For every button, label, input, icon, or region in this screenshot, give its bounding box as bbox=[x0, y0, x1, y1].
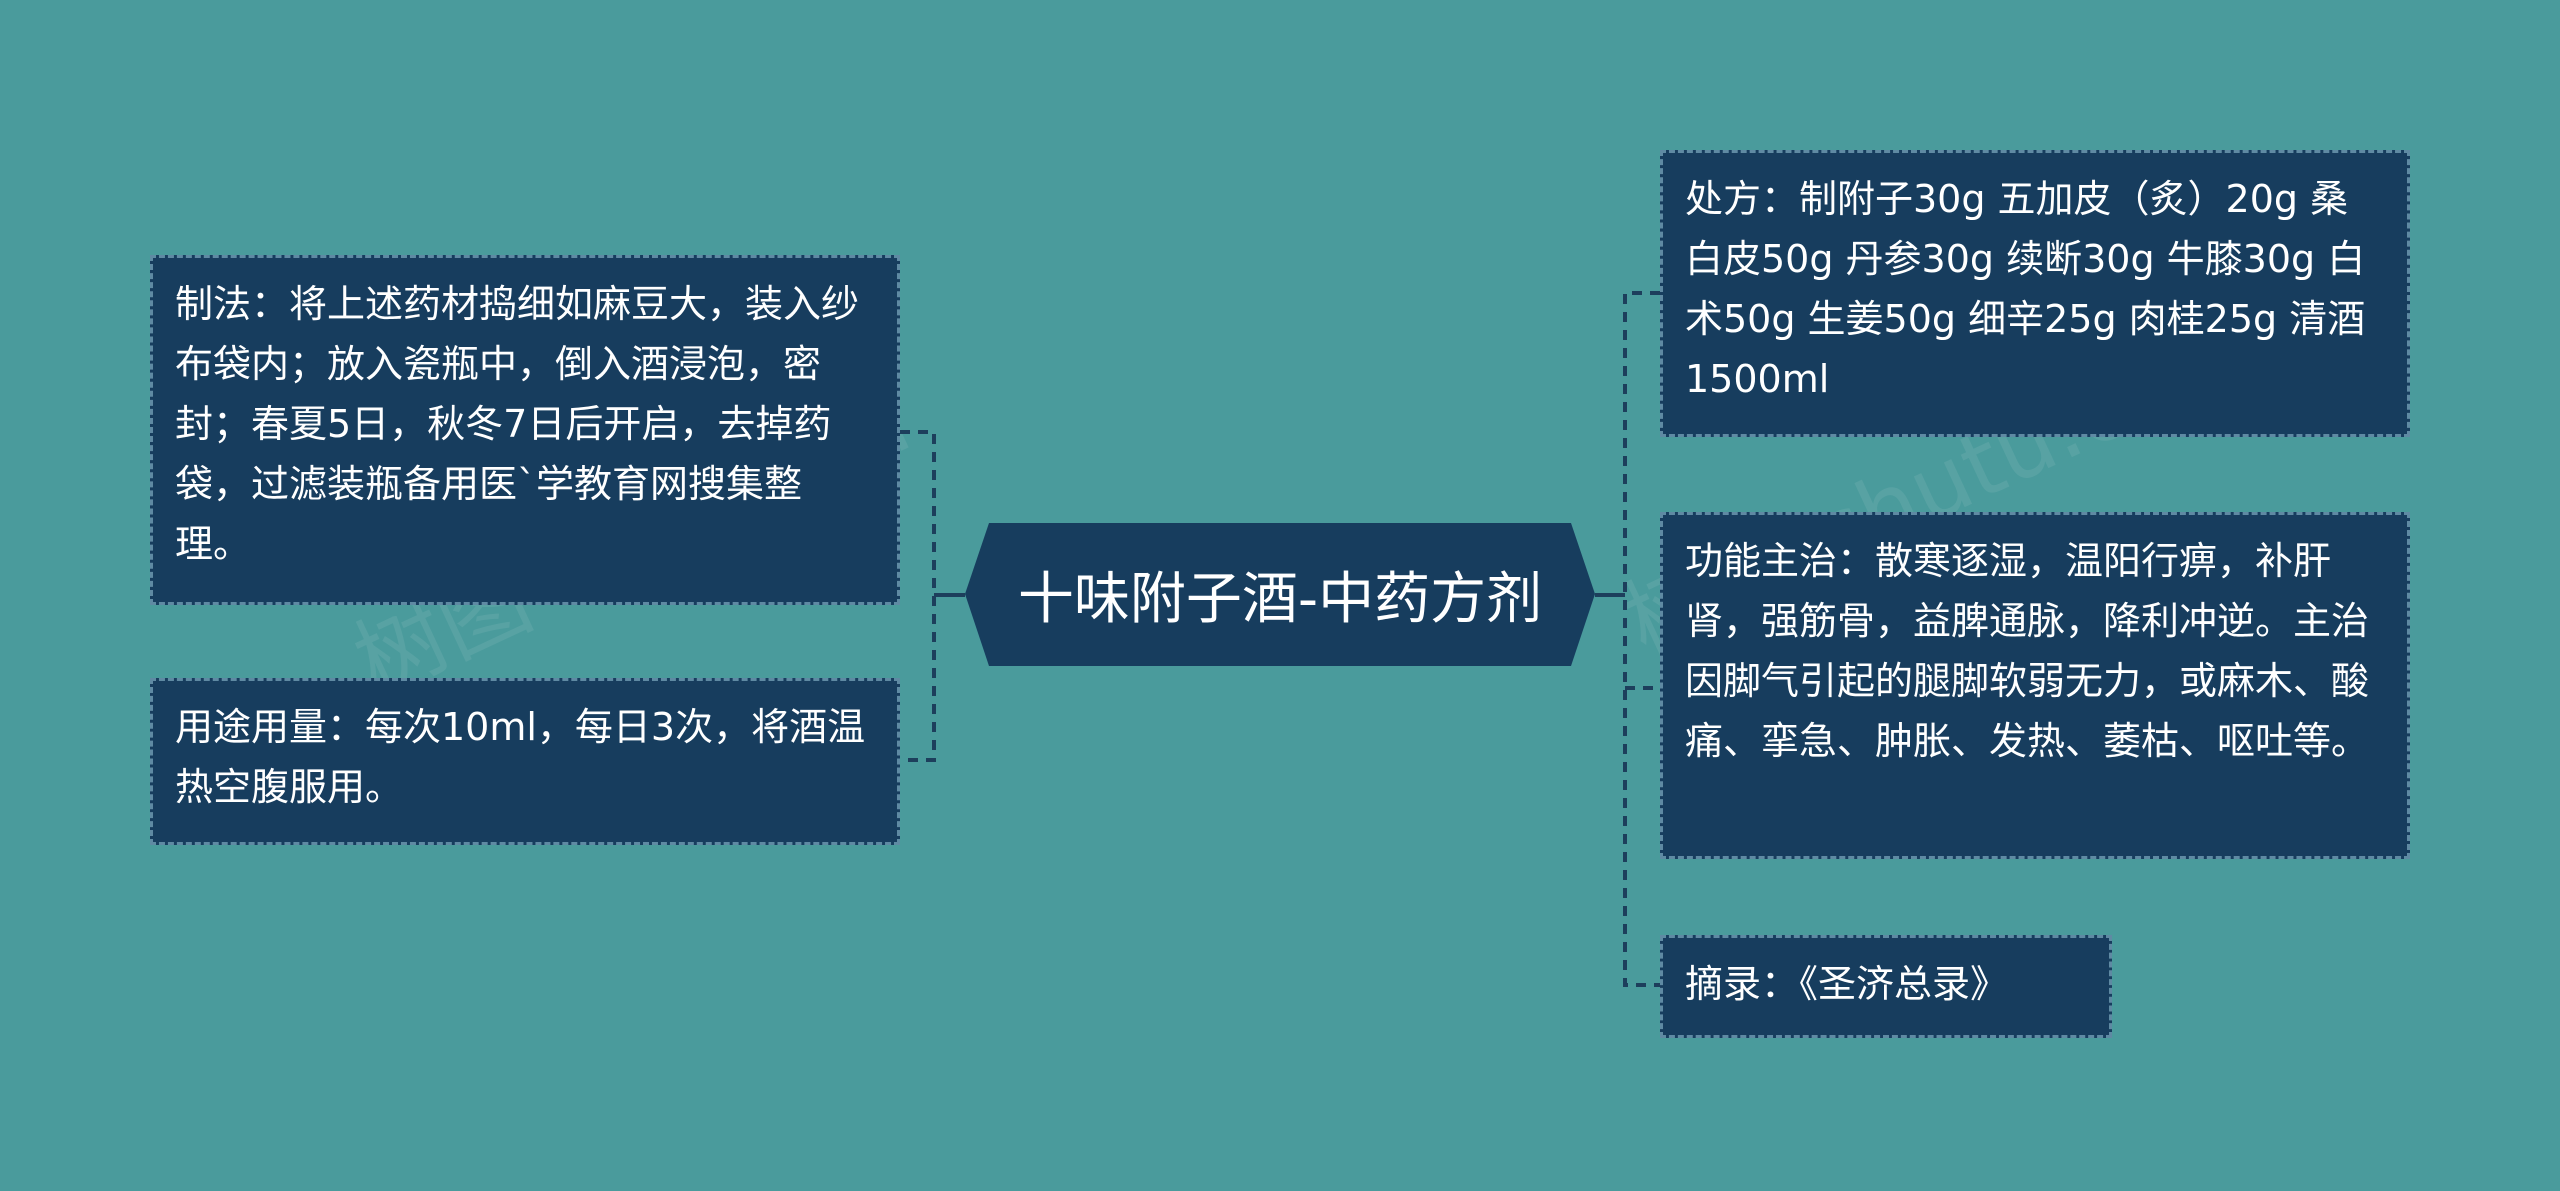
source-node[interactable]: 摘录：《圣济总录》 bbox=[1660, 935, 2112, 1038]
function-node[interactable]: 功能主治：散寒逐湿，温阳行痹，补肝肾，强筋骨，益脾通脉，降利冲逆。主治因脚气引起… bbox=[1660, 512, 2410, 859]
prescription-node[interactable]: 处方：制附子30g 五加皮（炙）20g 桑白皮50g 丹参30g 续断30g 牛… bbox=[1660, 150, 2410, 437]
usage-text: 用途用量：每次10ml，每日3次，将酒温热空腹服用。 bbox=[175, 705, 866, 809]
method-text: 制法：将上述药材捣细如麻豆大，装入纱布袋内；放入瓷瓶中，倒入酒浸泡，密封；春夏5… bbox=[175, 282, 860, 566]
central-topic-title: 十味附子酒-中药方剂 bbox=[1017, 567, 1543, 632]
left-branch-connector bbox=[900, 430, 936, 762]
prescription-text: 处方：制附子30g 五加皮（炙）20g 桑白皮50g 丹参30g 续断30g 牛… bbox=[1685, 177, 2366, 401]
source-text: 摘录：《圣济总录》 bbox=[1685, 962, 2009, 1006]
central-topic[interactable]: 十味附子酒-中药方剂 bbox=[965, 523, 1595, 666]
right-branch-connector bbox=[1623, 291, 1660, 987]
method-node[interactable]: 制法：将上述药材捣细如麻豆大，装入纱布袋内；放入瓷瓶中，倒入酒浸泡，密封；春夏5… bbox=[150, 255, 900, 605]
function-text: 功能主治：散寒逐湿，温阳行痹，补肝肾，强筋骨，益脾通脉，降利冲逆。主治因脚气引起… bbox=[1685, 539, 2370, 763]
usage-node[interactable]: 用途用量：每次10ml，每日3次，将酒温热空腹服用。 bbox=[150, 678, 900, 845]
